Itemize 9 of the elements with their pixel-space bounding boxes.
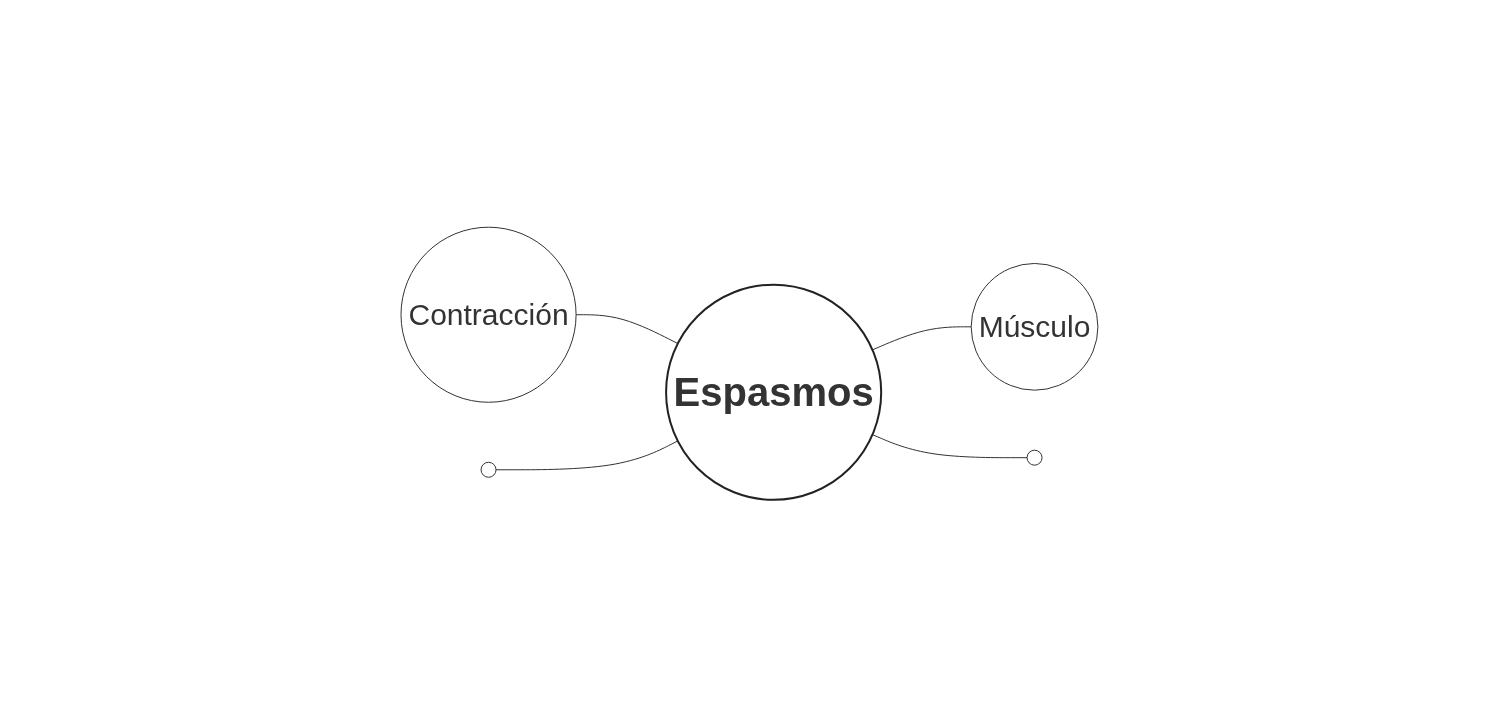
node-circle (1026, 449, 1043, 466)
node-circle (480, 461, 497, 478)
node-circle: Contracción (400, 226, 577, 403)
connector (495, 440, 679, 471)
node-circle: Espasmos (665, 283, 883, 501)
node-circle: Músculo (970, 262, 1099, 391)
connector (575, 314, 679, 345)
connector (872, 434, 1028, 459)
connector (872, 326, 972, 351)
